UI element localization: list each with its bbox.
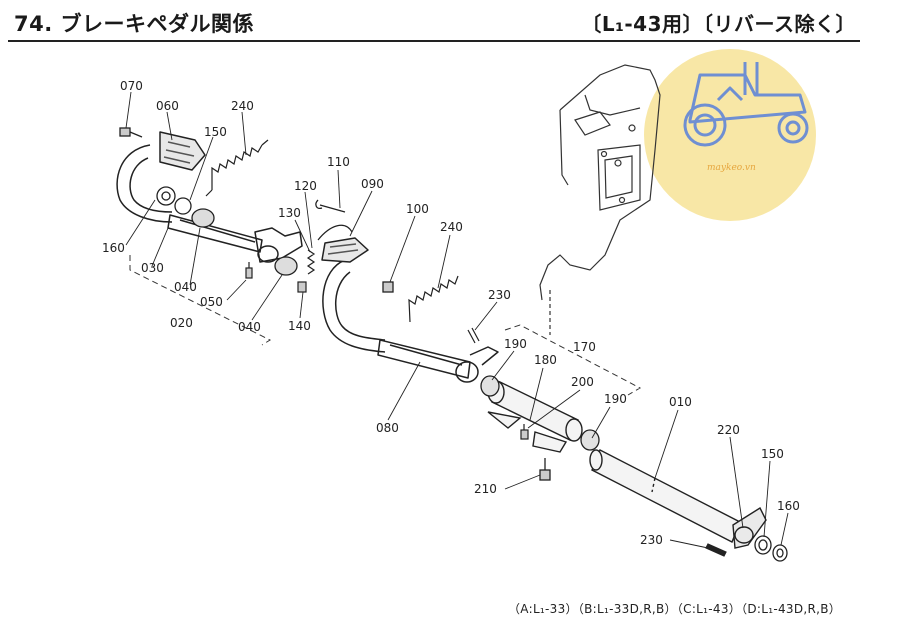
part-label: 230: [488, 288, 511, 302]
part-labels: 070 060 240 150 160 030 040 050 020 040 …: [102, 79, 800, 547]
part-label: 190: [504, 337, 527, 351]
part-label: 200: [571, 375, 594, 389]
part-label: 170: [573, 340, 596, 354]
part-label: 230: [640, 533, 663, 547]
part-label: 150: [761, 447, 784, 461]
spring-240-left: [205, 139, 269, 197]
snap-ring-160-right: [772, 544, 788, 562]
part-label: 160: [102, 241, 125, 255]
part-label: 070: [120, 79, 143, 93]
cotter-pin-230: [467, 327, 480, 344]
part-label: 110: [327, 155, 350, 169]
part-label: 010: [669, 395, 692, 409]
grease-nipple-050: [245, 262, 253, 279]
cross-shaft-tube: [487, 380, 583, 453]
part-label: 050: [200, 295, 223, 309]
part-label: 060: [156, 99, 179, 113]
part-label: 130: [278, 206, 301, 220]
bushing-190: [480, 375, 600, 451]
part-label: 040: [238, 320, 261, 334]
part-label: 080: [376, 421, 399, 435]
part-label: 240: [440, 220, 463, 234]
part-label: 210: [474, 482, 497, 496]
grease-nipple-200: [520, 424, 529, 440]
part-label: 160: [777, 499, 800, 513]
part-label: 100: [406, 202, 429, 216]
part-label: 180: [534, 353, 557, 367]
part-label: 190: [604, 392, 627, 406]
washer-150-right: [754, 535, 772, 555]
leader-lines: [125, 91, 789, 549]
pin-230-right: [705, 543, 727, 557]
page-title: 74. ブレーキペダル関係: [14, 12, 255, 36]
arm-220: [732, 506, 767, 549]
svg-text:maykeo.vn: maykeo.vn: [707, 163, 756, 173]
model-applicability: 〔L₁-43用〕〔リバース除く〕: [581, 12, 856, 36]
part-label: 140: [288, 319, 311, 333]
transmission-housing: [539, 64, 661, 335]
bushing-left: [156, 186, 298, 276]
assembly-group-outlines: [129, 255, 642, 396]
bolt-070: [119, 127, 143, 138]
part-label: 120: [294, 179, 317, 193]
part-label: 020: [170, 316, 193, 330]
part-label: 150: [204, 125, 227, 139]
shaft-010: [589, 449, 741, 543]
model-legend-footnote: （A:L₁-33）（B:L₁-33D,R,B）（C:L₁-43）（D:L₁-43…: [508, 602, 842, 616]
part-label: 220: [717, 423, 740, 437]
part-label: 030: [141, 261, 164, 275]
pin-110: [315, 199, 346, 213]
pedal-left: [116, 131, 303, 263]
spring-090: [317, 224, 353, 241]
spring-240-right: [408, 275, 459, 323]
spring-130: [297, 249, 316, 293]
bolt-100: [382, 281, 394, 293]
part-label: 040: [174, 280, 197, 294]
pedal-right: [321, 237, 499, 383]
part-label: 090: [361, 177, 384, 191]
part-label: 240: [231, 99, 254, 113]
watermark-logo: maykeo.vn: [644, 49, 816, 221]
page-header: 74. ブレーキペダル関係 〔L₁-43用〕〔リバース除く〕: [8, 4, 860, 42]
bolt-210: [539, 458, 551, 481]
